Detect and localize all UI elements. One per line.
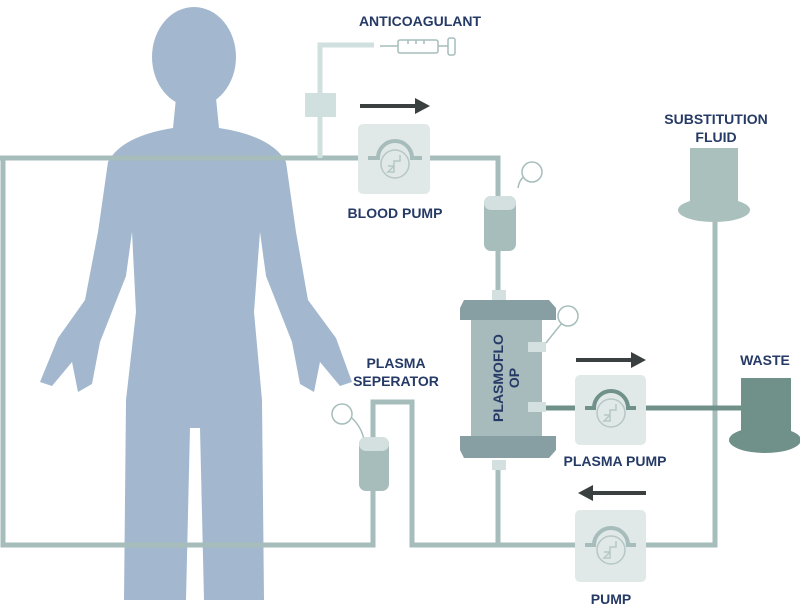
- substitution-fluid-container: [678, 148, 750, 222]
- pressure-gauge-icon: [331, 403, 353, 425]
- plasma-separator-label-line2: SEPERATOR: [353, 373, 439, 389]
- pump-label: PUMP: [591, 591, 631, 607]
- waste-container: [729, 378, 800, 453]
- human-silhouette: [40, 7, 352, 600]
- pump-rotor-icon: [602, 541, 617, 559]
- filter-label-line1: PLASMOFLO: [490, 334, 506, 422]
- anticoagulant-label: ANTICOAGULANT: [359, 13, 482, 29]
- drip-chamber: [484, 161, 543, 251]
- substitution-pump: [575, 510, 646, 582]
- arrow-right-icon: [576, 352, 646, 368]
- substitution-fluid-label-line1: SUBSTITUTION: [664, 111, 767, 127]
- anticoagulant-port: [305, 93, 336, 117]
- arrow-right-icon: [360, 98, 430, 114]
- pressure-gauge-icon: [521, 161, 543, 183]
- syringe-icon: [380, 37, 456, 56]
- blood-pump: [358, 124, 430, 194]
- pressure-gauge-icon: [557, 305, 579, 327]
- arrow-left-icon: [578, 485, 646, 501]
- blood-pump-label: BLOOD PUMP: [348, 205, 443, 221]
- waste-label: WASTE: [740, 352, 790, 368]
- plasma-pump-label: PLASMA PUMP: [564, 453, 667, 469]
- tubing: [0, 42, 745, 548]
- plasma-separator: [331, 403, 389, 491]
- filter-label-line2: OP: [506, 368, 522, 388]
- plasmaflo-filter: PLASMOFLO OP: [460, 290, 579, 470]
- plasma-pump: [575, 375, 646, 445]
- substitution-fluid-label-line2: FLUID: [695, 129, 736, 145]
- pump-rotor-icon: [386, 155, 401, 173]
- pump-rotor-icon: [602, 404, 617, 422]
- plasma-separator-label-line1: PLASMA: [366, 355, 425, 371]
